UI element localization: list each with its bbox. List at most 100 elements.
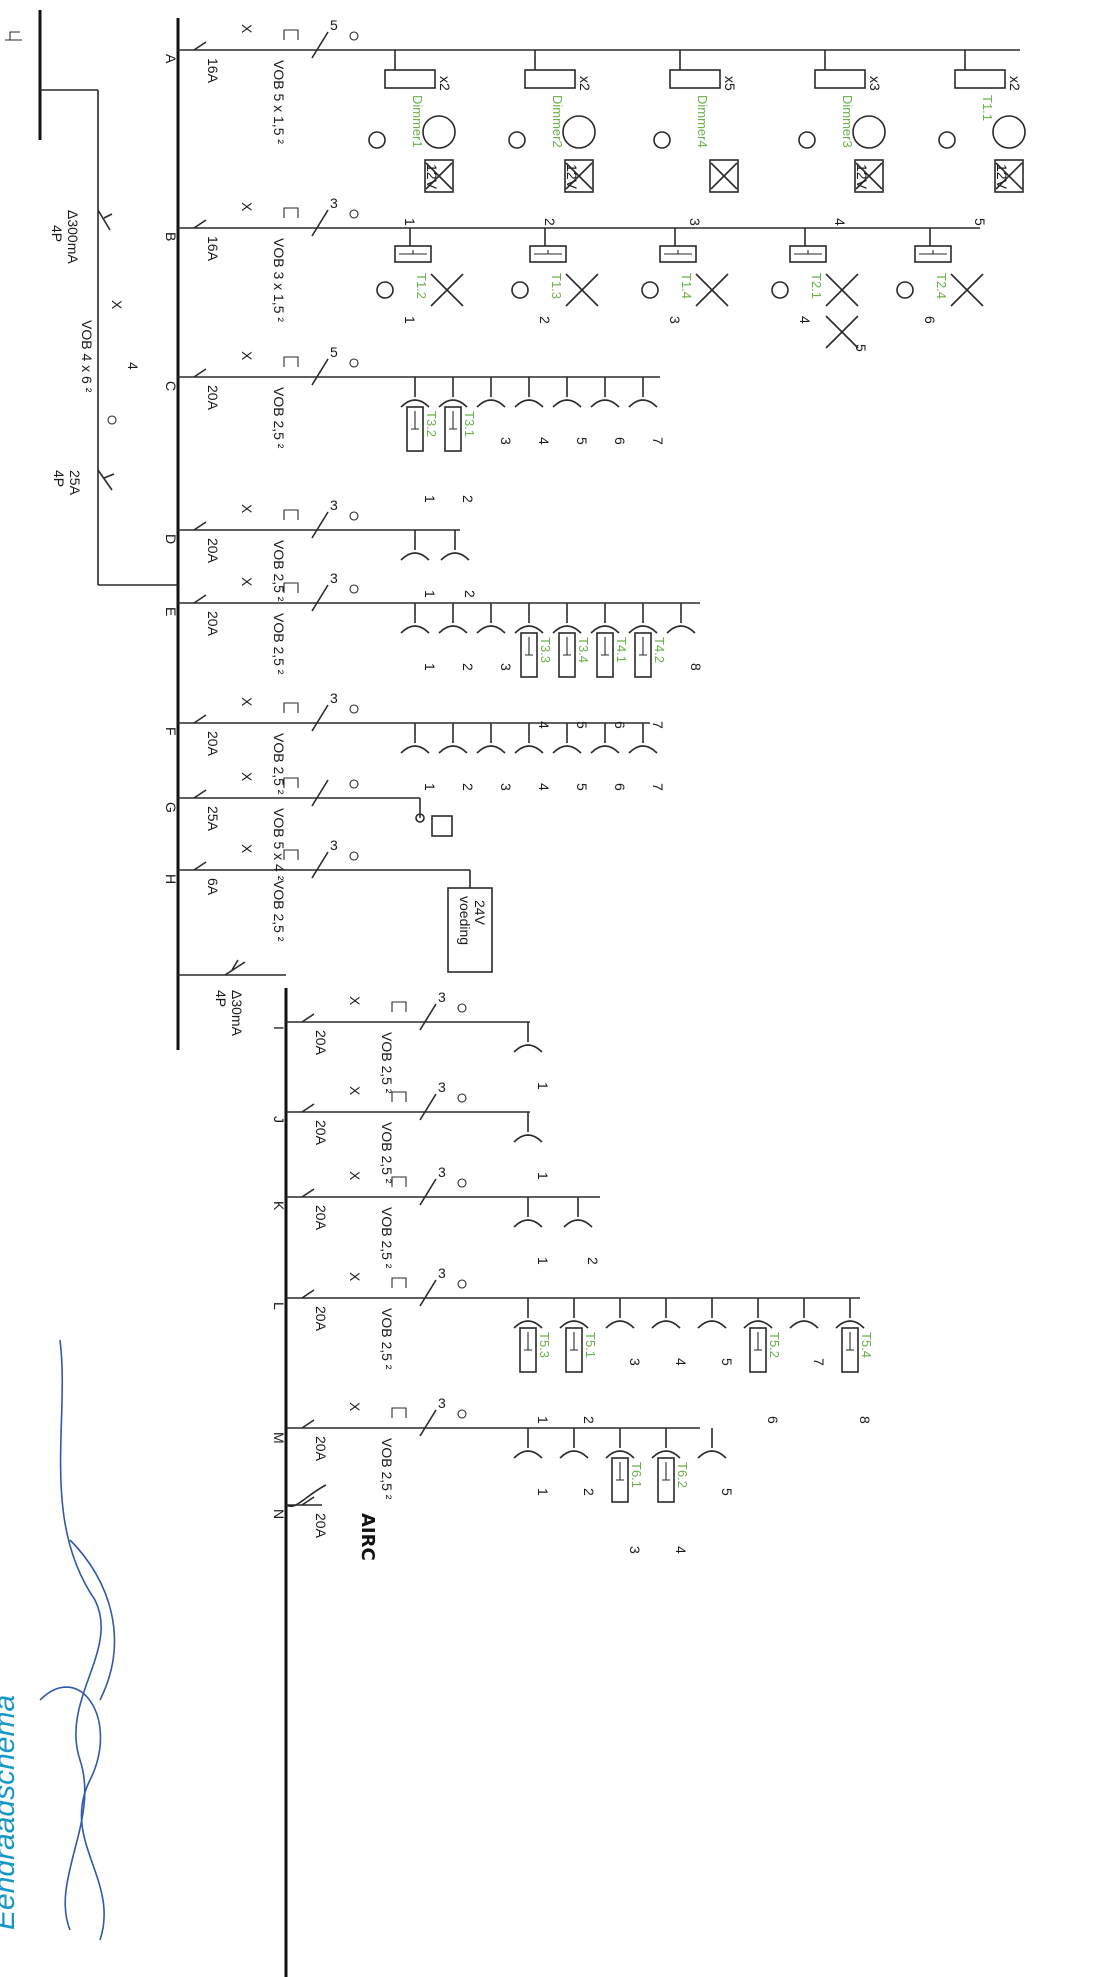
circuit-F-num-3: 3 (498, 783, 514, 791)
circuit-L-breaker-mark: X (347, 1272, 363, 1282)
circuit-C-outlet-6: 6 (590, 377, 628, 445)
circuit-C-outlet-2: T3.12 (438, 377, 477, 503)
circuit-A-box-cross-4-b (855, 162, 883, 190)
circuit-C-outlet-1: T3.21 (400, 377, 439, 503)
circuit-H-breaker-mark: X (239, 844, 255, 854)
circuit-E-switch-3-frame (596, 632, 614, 678)
circuit-K-letter: K (271, 1201, 287, 1211)
circuit-B-switch-5-frame (914, 245, 952, 263)
circuit-A-transformer-box-4 (854, 159, 884, 193)
circuit-G-slash (311, 779, 329, 807)
circuit-B-fuse: 16A (205, 236, 221, 262)
circuit-C-num-7: 7 (650, 437, 666, 445)
circuit-E-outlet-2-arc (438, 625, 468, 634)
circuit-L-num-2: 2 (581, 1416, 597, 1424)
circuit-D-circle-glyph (349, 511, 359, 521)
sub-rcd-label: Δ30mA (229, 990, 245, 1037)
circuit-H-cable: VOB 2,5 ² (271, 880, 287, 942)
circuit-C-outlet-6-arc (590, 399, 620, 408)
circuit-E-switch-3-contacts (601, 637, 609, 656)
circuit-M-outlet-2: 2 (559, 1428, 597, 1496)
circuit-G-circle-glyph (349, 779, 359, 789)
circuit-B-switch-3-frame (659, 245, 697, 263)
circuit-L-count: 3 (438, 1265, 446, 1281)
circuit-E-box-glyph (283, 582, 299, 593)
circuit-A-label-3: Dimmer4 (695, 95, 710, 148)
circuit-A-fuse-icon (193, 41, 207, 51)
circuit-A-num-5: 5 (972, 218, 988, 226)
circuit-E-outlet-7-arc (628, 625, 658, 634)
circuit-C-outlet-4-arc (514, 399, 544, 408)
circuit-G-breaker-mark: X (239, 772, 255, 782)
circuit-L-num-3: 3 (627, 1358, 643, 1366)
main-fuse-poles: 4P (51, 470, 67, 487)
rcd-switch-icon (97, 209, 113, 231)
circuit-A-transformer-box-2 (564, 159, 594, 193)
circuit-E-cable: VOB 2,5 ² (271, 613, 287, 675)
circuit-C-switch-2 (444, 406, 462, 452)
circuit-B-light-2 (565, 273, 599, 307)
circuit-D-cable: VOB 2,5 ² (271, 540, 287, 602)
main-fuse-label: 25A (67, 470, 83, 496)
circuit-L-num-1: 1 (535, 1416, 551, 1424)
circuit-E-outlet-6-arc (590, 625, 620, 634)
circuit-A-num-4: 4 (832, 218, 848, 226)
circuit-D-outlet-2: 2 (440, 530, 478, 598)
circuit-K-outlet-1: 1 (513, 1197, 551, 1265)
circuit-C-outlet-3-arc (476, 399, 506, 408)
circuit-L-switch-2 (565, 1327, 583, 1373)
circuit-B-switch-4-contacts (794, 250, 822, 255)
circuit-J-box-glyph (391, 1091, 407, 1102)
circuit-G-letter: G (163, 802, 179, 813)
circuit-M-letter: M (271, 1432, 287, 1444)
circuit-A-box-cross-5 (995, 162, 1023, 190)
circuit-A-label-2: Dimmer2 (550, 95, 565, 148)
circuit-F-outlet-1-arc (400, 745, 430, 754)
circuit-E-switch-label-1: T3.3 (538, 637, 553, 663)
circuit-G-fuse: 25A (205, 806, 221, 832)
circuit-M-num-2: 2 (581, 1488, 597, 1496)
circuit-B-label-3: T1.4 (679, 273, 694, 299)
circuit-L-box-glyph (391, 1277, 407, 1288)
circuit-M-num-3: 3 (627, 1546, 643, 1554)
circuit-F-outlet-3-arc (476, 745, 506, 754)
circuit-M-outlet-5: 5 (697, 1428, 735, 1496)
circuit-L-switch-3-frame (749, 1327, 767, 1373)
circuit-F-outlet-6: 6 (590, 723, 628, 791)
circuit-M-cable: VOB 2,5 ² (379, 1438, 395, 1500)
circuit-C-switch-label-1: T3.2 (424, 411, 439, 437)
circuit-E-switch-2-frame (558, 632, 576, 678)
circuit-C-num-6: 6 (612, 437, 628, 445)
circuit-F-fuse: 20A (205, 731, 221, 757)
signature-stroke-2 (39, 1686, 105, 1941)
circuit-K-circle-glyph (457, 1178, 467, 1188)
circuit-A-num-2: 2 (542, 218, 558, 226)
circuit-B-slash (311, 209, 329, 237)
circuit-B-light-extra (825, 315, 859, 349)
circuit-I-outlet-1-arc (513, 1044, 543, 1053)
circuit-B-num-2: 2 (537, 316, 553, 324)
circuit-A-transformer-box-1 (424, 159, 454, 193)
circuit-L-cable: VOB 2,5 ² (379, 1308, 395, 1370)
circuit-F-outlet-3: 3 (476, 723, 514, 791)
circuit-A-num-1: 1 (402, 218, 418, 226)
circuit-C-breaker-mark: X (239, 351, 255, 361)
circuit-F-count: 3 (330, 690, 338, 706)
signature (39, 1339, 116, 1941)
circuit-L-outlet-1-arc (513, 1320, 543, 1329)
circuit-E-num-8: 8 (688, 663, 704, 671)
main-circle-glyph (107, 415, 117, 425)
circuit-M-circle-glyph (457, 1409, 467, 1419)
circuit-B-light-4-b (825, 273, 859, 307)
